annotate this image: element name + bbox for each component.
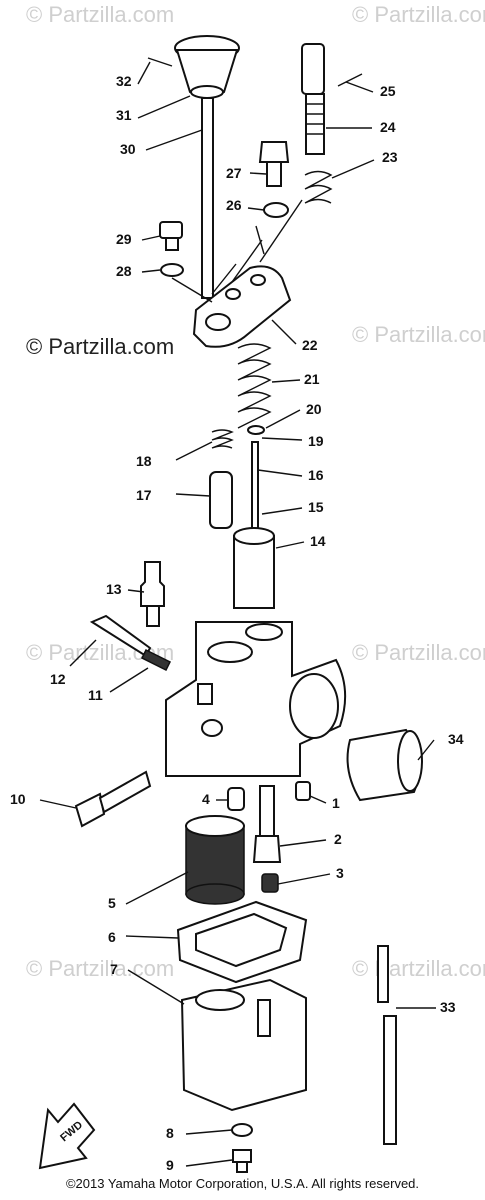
callout-21: 21	[304, 371, 320, 387]
callout-32: 32	[116, 73, 132, 89]
leader-lines	[39, 61, 436, 1167]
watermark: © Partzilla.com	[352, 2, 485, 27]
part-34-boot	[346, 728, 423, 802]
part-4-jet	[227, 787, 245, 811]
watermark: © Partzilla.com	[352, 322, 485, 347]
part-27-bolt	[258, 141, 290, 187]
callout-4: 4	[202, 791, 210, 807]
callout-labels: 32 31 30 25 24 23 27 26 29 28 22 21 20 1…	[10, 73, 464, 1173]
callout-1: 1	[332, 795, 340, 811]
part-10-screw	[74, 770, 152, 828]
callout-15: 15	[308, 499, 324, 515]
callout-24: 24	[380, 119, 396, 135]
watermark: © Partzilla.com	[26, 956, 175, 981]
callout-12: 12	[50, 671, 66, 687]
part-32-screw	[147, 57, 173, 67]
callout-29: 29	[116, 231, 132, 247]
part-25-pin	[337, 73, 363, 87]
callout-27: 27	[226, 165, 242, 181]
part-31-cap	[174, 35, 240, 99]
watermark: © Partzilla.com	[26, 334, 175, 359]
callout-28: 28	[116, 263, 132, 279]
callout-14: 14	[310, 533, 326, 549]
part-6-gasket	[176, 900, 308, 984]
part-12-screw	[89, 614, 152, 658]
part-23-spring	[304, 170, 333, 204]
callout-11: 11	[88, 687, 103, 703]
part-22-top-plate	[192, 265, 292, 348]
part-7-float-bowl	[180, 978, 307, 1112]
part-1-plug	[295, 781, 311, 801]
callout-5: 5	[108, 895, 116, 911]
callout-16: 16	[308, 467, 324, 483]
callout-10: 10	[10, 791, 26, 807]
callout-31: 31	[116, 107, 132, 123]
part-9-screw	[232, 1149, 252, 1173]
callout-2: 2	[334, 831, 342, 847]
watermark: © Partzilla.com	[352, 956, 485, 981]
part-5-filter	[185, 815, 245, 905]
callout-6: 6	[108, 929, 116, 945]
callout-33: 33	[440, 999, 456, 1015]
part-13-fitting	[140, 561, 165, 627]
callout-30: 30	[120, 141, 136, 157]
callout-18: 18	[136, 453, 152, 469]
fwd-arrow-icon: FWD	[38, 1102, 96, 1170]
part-11-spring	[140, 648, 172, 672]
part-28-washer	[160, 263, 184, 277]
exploded-view-drawing: FWD	[10, 35, 464, 1173]
watermark: © Partzilla.com	[26, 2, 175, 27]
part-3-main-jet	[261, 873, 279, 893]
part-18-spring	[211, 429, 234, 449]
carburetor-body	[165, 621, 347, 777]
callout-25: 25	[380, 83, 396, 99]
part-2-needle-jet	[252, 785, 282, 863]
part-20-clip	[247, 425, 265, 435]
part-21-spring	[237, 343, 272, 429]
callout-9: 9	[166, 1157, 174, 1173]
callout-17: 17	[136, 487, 152, 503]
callout-7: 7	[110, 961, 118, 977]
part-14-throttle-valve	[233, 527, 275, 609]
callout-34: 34	[448, 731, 464, 747]
watermark: © Partzilla.com	[352, 640, 485, 665]
copyright-notice: ©2013 Yamaha Motor Corporation, U.S.A. A…	[65, 1176, 420, 1191]
part-24-adjuster	[301, 43, 325, 155]
callout-22: 22	[302, 337, 318, 353]
callout-8: 8	[166, 1125, 174, 1141]
callout-19: 19	[308, 433, 324, 449]
part-30-rod	[201, 97, 214, 299]
part-16-needle	[251, 441, 259, 541]
part-17-plunger	[209, 471, 233, 529]
callout-20: 20	[306, 401, 322, 417]
part-8-washer	[231, 1123, 253, 1137]
part-26-nut	[263, 202, 289, 218]
callout-3: 3	[336, 865, 344, 881]
callout-13: 13	[106, 581, 122, 597]
callout-26: 26	[226, 197, 242, 213]
part-33-pipes	[377, 945, 397, 1145]
callout-23: 23	[382, 149, 398, 165]
part-29-screw	[159, 221, 183, 251]
